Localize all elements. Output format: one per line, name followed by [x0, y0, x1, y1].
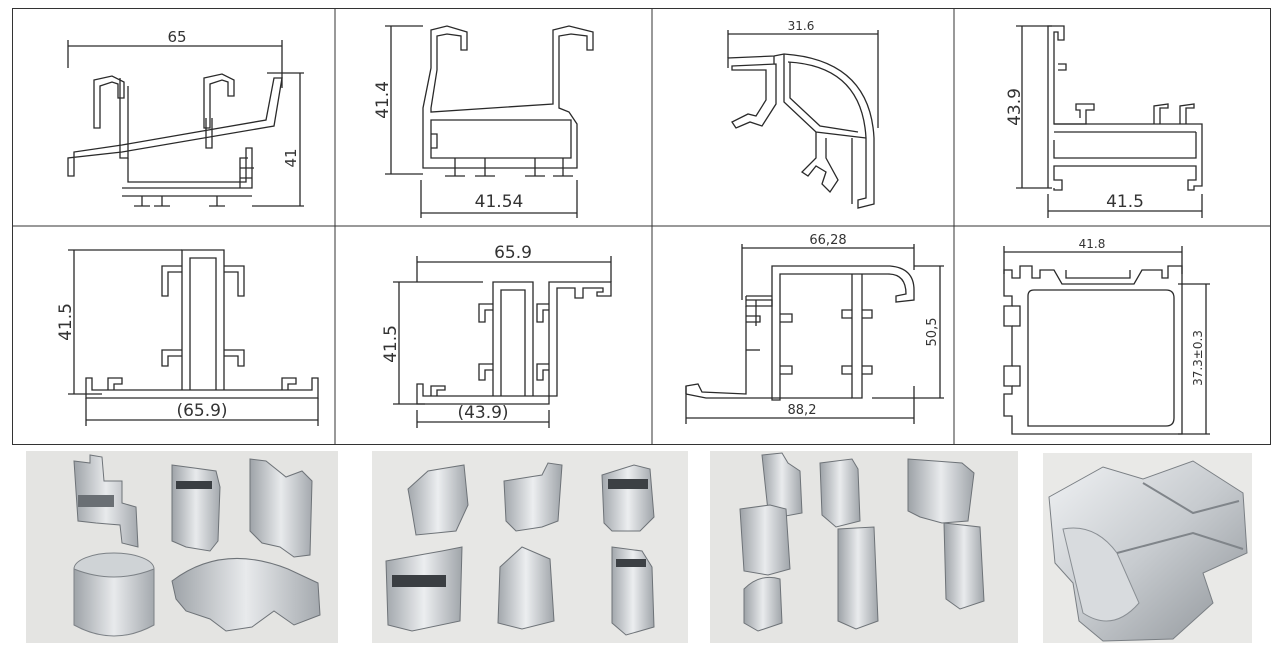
product-photo-3 — [710, 451, 1018, 643]
drawing-profile-1: 65 41 — [12, 8, 335, 226]
drawing-profile-8: 41.8 37.3±0.3 — [954, 226, 1271, 445]
drawing-profile-4: 43.9 41.5 — [954, 8, 1271, 226]
drawing-profile-2: 41.4 41.54 — [335, 8, 652, 226]
drawing-profile-5: 41.5 (65.9) — [12, 226, 335, 445]
drawing-profile-3: 31.6 — [652, 8, 954, 226]
drawing-grid — [12, 8, 1271, 445]
product-photo-2 — [372, 451, 688, 643]
product-photo-1 — [26, 451, 338, 643]
grid-lines — [12, 8, 1271, 445]
drawing-profile-7: 66,28 50,5 88,2 — [652, 226, 954, 445]
drawing-profile-6: 65.9 41.5 (43.9) — [335, 226, 652, 445]
product-photo-4 — [1043, 453, 1252, 643]
